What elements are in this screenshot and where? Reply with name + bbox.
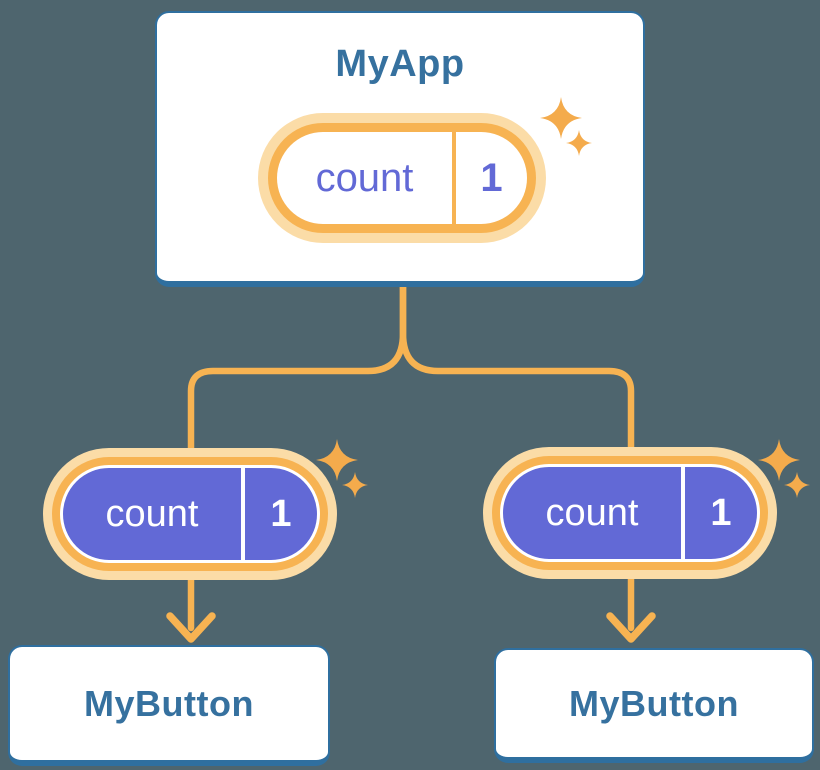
state-pill-child-left: count 1 xyxy=(60,465,320,563)
state-name: count xyxy=(545,491,639,534)
sparkle-icon xyxy=(316,439,368,498)
pill-divider xyxy=(681,467,685,559)
state-value: 1 xyxy=(270,492,292,535)
state-value: 1 xyxy=(710,491,732,534)
component-card-child-right: MyButton xyxy=(494,648,814,763)
component-title: MyButton xyxy=(569,682,739,724)
arrowhead-down-right-icon xyxy=(606,612,656,643)
sparkle-small-icon xyxy=(566,130,592,156)
connector-right-branch xyxy=(399,279,635,632)
state-name: count xyxy=(315,155,414,200)
state-pill-root: count 1 xyxy=(277,132,527,224)
sparkle-large-icon xyxy=(316,439,358,481)
connector-left-branch xyxy=(187,279,407,632)
state-pill-child-right: count 1 xyxy=(500,464,760,562)
arrowhead-down-left-icon xyxy=(166,612,216,643)
pill-divider xyxy=(241,468,245,560)
sparkle-icon xyxy=(758,439,810,498)
sparkle-small-icon xyxy=(784,472,810,498)
component-card-child-left: MyButton xyxy=(8,645,330,766)
component-title: MyButton xyxy=(84,682,254,724)
sparkle-large-icon xyxy=(758,439,800,481)
sparkle-icon xyxy=(540,97,592,156)
pill-divider xyxy=(452,132,456,224)
state-value: 1 xyxy=(480,155,503,200)
state-name: count xyxy=(105,492,199,535)
sparkle-large-icon xyxy=(540,97,582,139)
component-title: MyApp xyxy=(335,43,465,85)
sparkle-small-icon xyxy=(342,472,368,498)
